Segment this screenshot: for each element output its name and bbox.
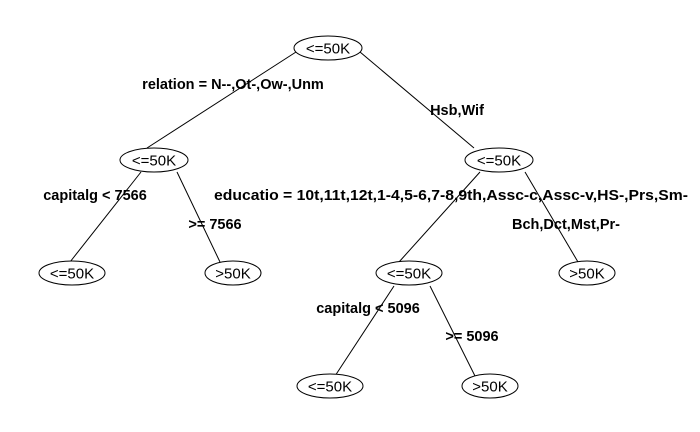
tree-leaf-rll: <=50K bbox=[296, 373, 364, 399]
tree-leaf-rlr: >50K bbox=[461, 373, 519, 399]
node-ellipse bbox=[119, 147, 189, 173]
edge-left-ll bbox=[69, 171, 142, 263]
edge-right-rl bbox=[398, 171, 481, 263]
tree-node-root: <=50K bbox=[293, 35, 363, 61]
edge-rl-rll bbox=[334, 285, 395, 377]
node-ellipse bbox=[38, 260, 106, 286]
split-label-rl-right: >= 5096 bbox=[445, 329, 498, 345]
tree-leaf-rr: >50K bbox=[558, 260, 616, 286]
node-ellipse bbox=[375, 260, 443, 286]
split-label-right-right: Bch,Dct,Mst,Pr- bbox=[512, 217, 620, 233]
edge-root-right bbox=[359, 51, 475, 149]
tree-node-left: <=50K bbox=[119, 147, 189, 173]
split-label-right-left: educatio = 10t,11t,12t,1-4,5-6,7-8,9th,A… bbox=[214, 188, 688, 204]
tree-node-right: <=50K bbox=[464, 147, 534, 173]
node-ellipse bbox=[204, 260, 262, 286]
node-label: <=50K bbox=[306, 41, 350, 58]
node-label: >50K bbox=[472, 379, 507, 396]
node-label: <=50K bbox=[477, 153, 521, 170]
node-ellipse bbox=[293, 35, 363, 61]
node-label: <=50K bbox=[387, 266, 431, 283]
node-ellipse bbox=[461, 373, 519, 399]
node-label: <=50K bbox=[132, 153, 176, 170]
edge-right-rr bbox=[524, 171, 579, 263]
split-label-root-right: Hsb,Wif bbox=[430, 103, 484, 119]
node-ellipse bbox=[464, 147, 534, 173]
node-label: >50K bbox=[215, 266, 250, 283]
split-label-left-left: capitalg < 7566 bbox=[43, 188, 147, 204]
split-label-left-right: >= 7566 bbox=[188, 217, 241, 233]
edge-root-left bbox=[146, 51, 297, 149]
edge-left-lr bbox=[176, 171, 221, 263]
node-ellipse bbox=[296, 373, 364, 399]
split-label-rl-left: capitalg < 5096 bbox=[316, 301, 420, 317]
node-ellipse bbox=[558, 260, 616, 286]
node-label: <=50K bbox=[50, 266, 94, 283]
tree-leaf-ll: <=50K bbox=[38, 260, 106, 286]
tree-leaf-lr: >50K bbox=[204, 260, 262, 286]
tree-node-rl: <=50K bbox=[375, 260, 443, 286]
edge-rl-rlr bbox=[429, 285, 476, 377]
node-label: >50K bbox=[569, 266, 604, 283]
split-label-root-left: relation = N--,Ot-,Ow-,Unm bbox=[142, 77, 324, 93]
node-label: <=50K bbox=[308, 379, 352, 396]
